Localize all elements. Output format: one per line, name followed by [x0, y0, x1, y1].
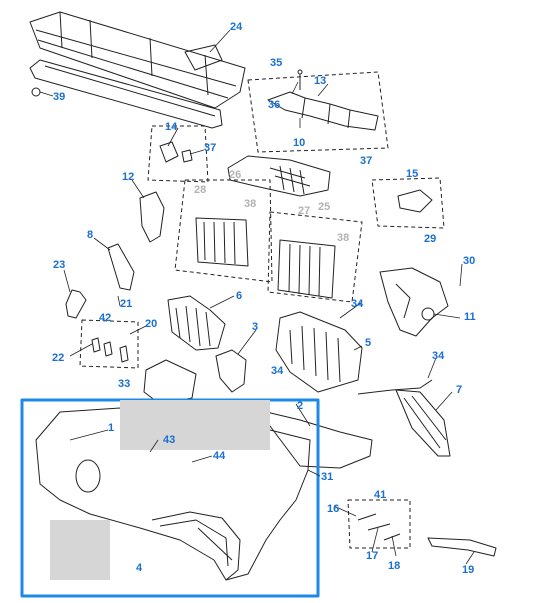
callout-25: 25 [318, 201, 331, 213]
callout-6: 6 [236, 290, 243, 302]
callout-43: 43 [163, 434, 176, 446]
bracket-group-15 [371, 177, 445, 229]
callout-8: 8 [87, 229, 94, 241]
callout-24: 24 [230, 21, 243, 33]
pixelation-blur [120, 400, 270, 450]
grille-bracket-6 [167, 295, 226, 351]
upper-deflector-part [247, 69, 389, 153]
callout-35: 35 [270, 57, 283, 69]
callout-27: 27 [298, 205, 311, 217]
callout-13: 13 [314, 75, 327, 87]
callout-26: 26 [229, 169, 242, 181]
callout-1: 1 [108, 422, 115, 434]
bracket-12-part [139, 191, 165, 243]
center-grille-5 [275, 311, 363, 393]
callout-19: 19 [462, 564, 475, 576]
callout-41: 41 [374, 489, 387, 501]
callout-34c: 34 [271, 365, 284, 377]
callout-44: 44 [213, 450, 226, 462]
callout-37a: 37 [204, 142, 217, 154]
callout-22: 22 [52, 352, 65, 364]
callout-18: 18 [388, 560, 401, 572]
callout-15: 15 [406, 168, 419, 180]
callout-30: 30 [463, 255, 476, 267]
callout-3: 3 [252, 321, 259, 333]
reinforcement-beam-part [29, 11, 246, 109]
callout-7: 7 [456, 384, 463, 396]
callout-33: 33 [118, 378, 131, 390]
bracket-3-part [215, 349, 247, 393]
callout-5: 5 [365, 337, 372, 349]
callout-34a: 34 [351, 298, 364, 310]
callout-38b: 38 [337, 232, 350, 244]
callout-11: 11 [464, 311, 476, 323]
callout-36: 36 [268, 99, 281, 111]
trim-23-part [65, 289, 87, 319]
clip-group-14 [147, 125, 209, 183]
callout-20: 20 [145, 318, 158, 330]
callout-38a: 38 [244, 198, 257, 210]
callout-16: 16 [327, 503, 340, 515]
callout-37b: 37 [360, 155, 373, 167]
callout-10: 10 [293, 137, 306, 149]
pixelation-blur [50, 520, 110, 580]
callout-29: 29 [424, 233, 437, 245]
callout-28: 28 [194, 184, 207, 196]
callout-39: 39 [53, 91, 66, 103]
callout-17: 17 [366, 550, 379, 562]
small-parts-group-41 [347, 499, 411, 549]
center-shield-part [227, 155, 331, 197]
callout-31: 31 [321, 471, 334, 483]
bracket-33-part [143, 359, 197, 405]
callout-14: 14 [165, 121, 178, 133]
callout-34b: 34 [432, 350, 445, 362]
trim-strip-19 [427, 537, 497, 557]
leader-lines [39, 29, 475, 565]
grille-insert-left [174, 179, 273, 283]
lower-spoiler-2 [257, 409, 373, 469]
callout-12: 12 [122, 171, 135, 183]
clip-group-42 [79, 319, 139, 369]
callout-42: 42 [99, 312, 112, 324]
side-bracket-11 [379, 267, 449, 337]
trim-strip-34 [357, 379, 433, 395]
callout-23: 23 [53, 259, 66, 271]
callout-2: 2 [297, 400, 304, 412]
callout-4: 4 [136, 562, 143, 574]
lamp-bezel-8-part [107, 243, 135, 291]
side-grille-7 [395, 389, 451, 457]
callout-21: 21 [120, 298, 133, 310]
grille-insert-right [267, 211, 363, 303]
